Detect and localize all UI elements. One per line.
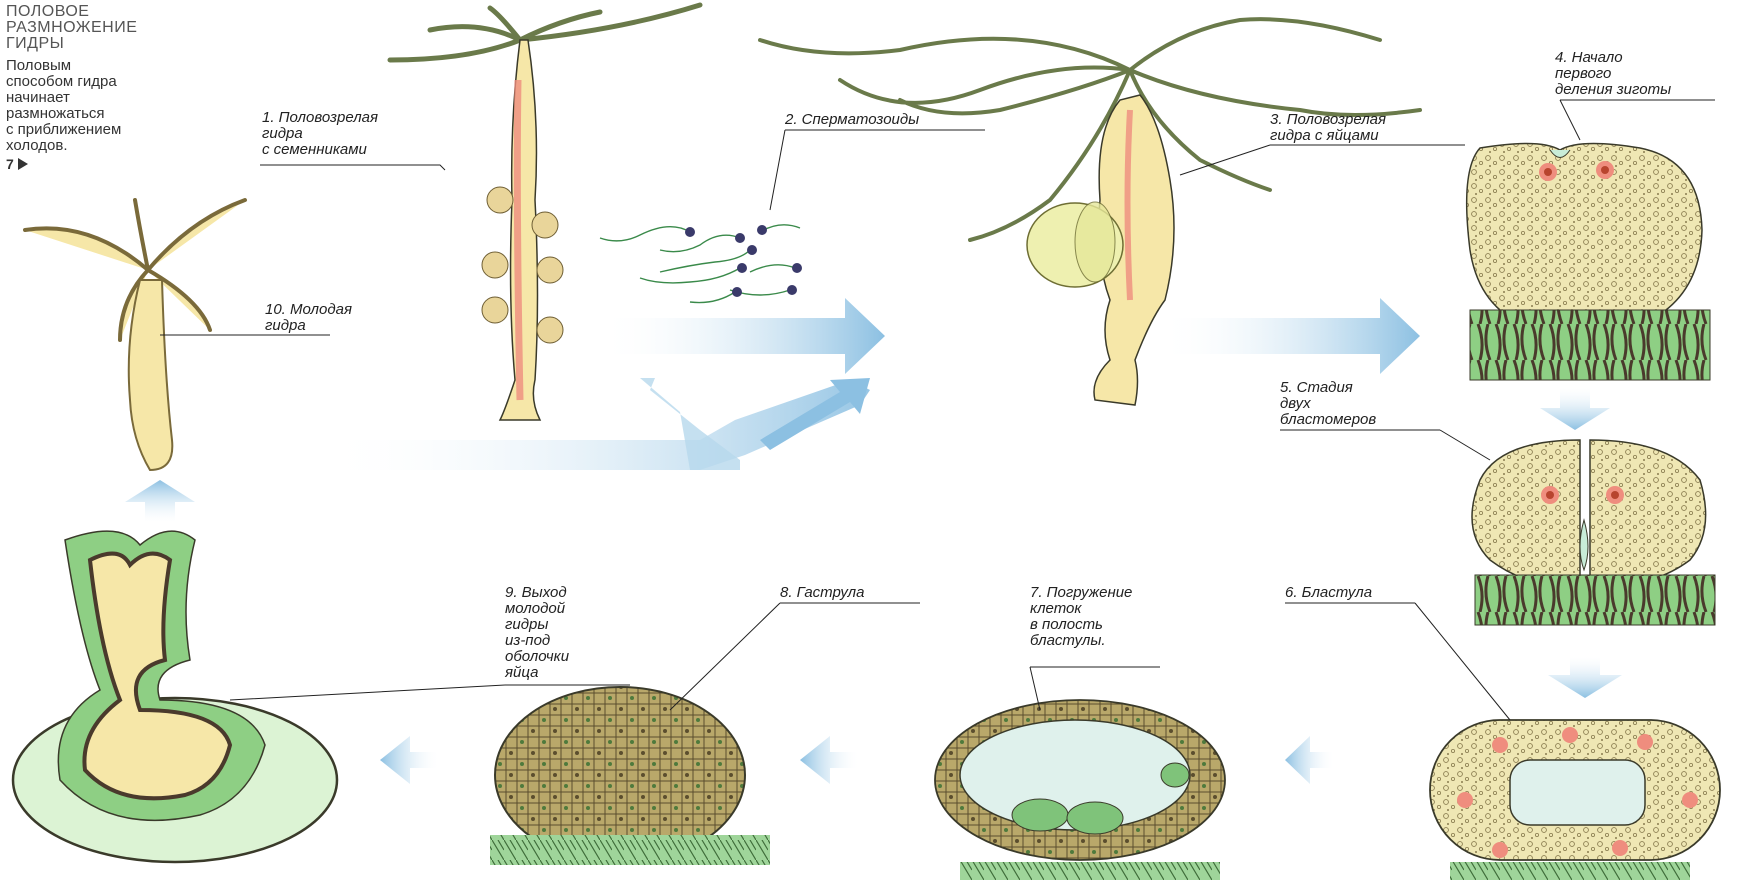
stage-label-4: 4. Начало первого деления зиготы bbox=[1555, 50, 1671, 98]
arrow-down-icon bbox=[1540, 388, 1610, 430]
arrow-converge-icon bbox=[320, 378, 870, 470]
arrow-left-icon bbox=[800, 736, 860, 784]
arrow-right-icon bbox=[600, 298, 885, 374]
blastula-illustration bbox=[1430, 720, 1720, 880]
zygote-first-division-illustration bbox=[1467, 143, 1710, 380]
page-reference: 7 bbox=[6, 156, 246, 172]
heading-title: ПОЛОВОЕ РАЗМНОЖЕНИЕ ГИДРЫ bbox=[6, 4, 246, 52]
play-triangle-icon bbox=[18, 158, 28, 170]
page-reference-number: 7 bbox=[6, 156, 14, 172]
stage-label-2: 2. Сперматозоиды bbox=[785, 112, 919, 128]
stage-label-7: 7. Погружение клеток в полость бластулы. bbox=[1030, 585, 1132, 649]
stage-label-5: 5. Стадия двух бластомеров bbox=[1280, 380, 1376, 428]
heading-description: Половым способом гидра начинает размножа… bbox=[6, 58, 246, 154]
cell-immersion-illustration bbox=[935, 700, 1225, 880]
stage-label-6: 6. Бластула bbox=[1285, 585, 1372, 601]
stage-label-10: 10. Молодая гидра bbox=[265, 302, 352, 334]
arrow-left-icon bbox=[380, 736, 440, 784]
arrow-left-icon bbox=[1285, 736, 1335, 784]
hydra-with-testes-illustration bbox=[390, 5, 700, 420]
two-blastomeres-illustration bbox=[1472, 440, 1715, 625]
arrow-up-icon bbox=[125, 480, 195, 522]
stage-label-9: 9. Выход молодой гидры из-под оболочки я… bbox=[505, 585, 569, 681]
stage-label-8: 8. Гаструла bbox=[780, 585, 865, 601]
gastrula-illustration bbox=[490, 687, 770, 865]
sperm-cells-illustration bbox=[600, 225, 802, 303]
stage-label-1: 1. Половозрелая гидра с семенниками bbox=[262, 110, 378, 158]
diagram-heading: ПОЛОВОЕ РАЗМНОЖЕНИЕ ГИДРЫ Половым способ… bbox=[6, 4, 246, 172]
arrow-right-icon bbox=[1160, 298, 1420, 374]
stage-label-3: 3. Половозрелая гидра с яйцами bbox=[1270, 112, 1386, 144]
arrow-down-icon bbox=[1548, 657, 1622, 698]
